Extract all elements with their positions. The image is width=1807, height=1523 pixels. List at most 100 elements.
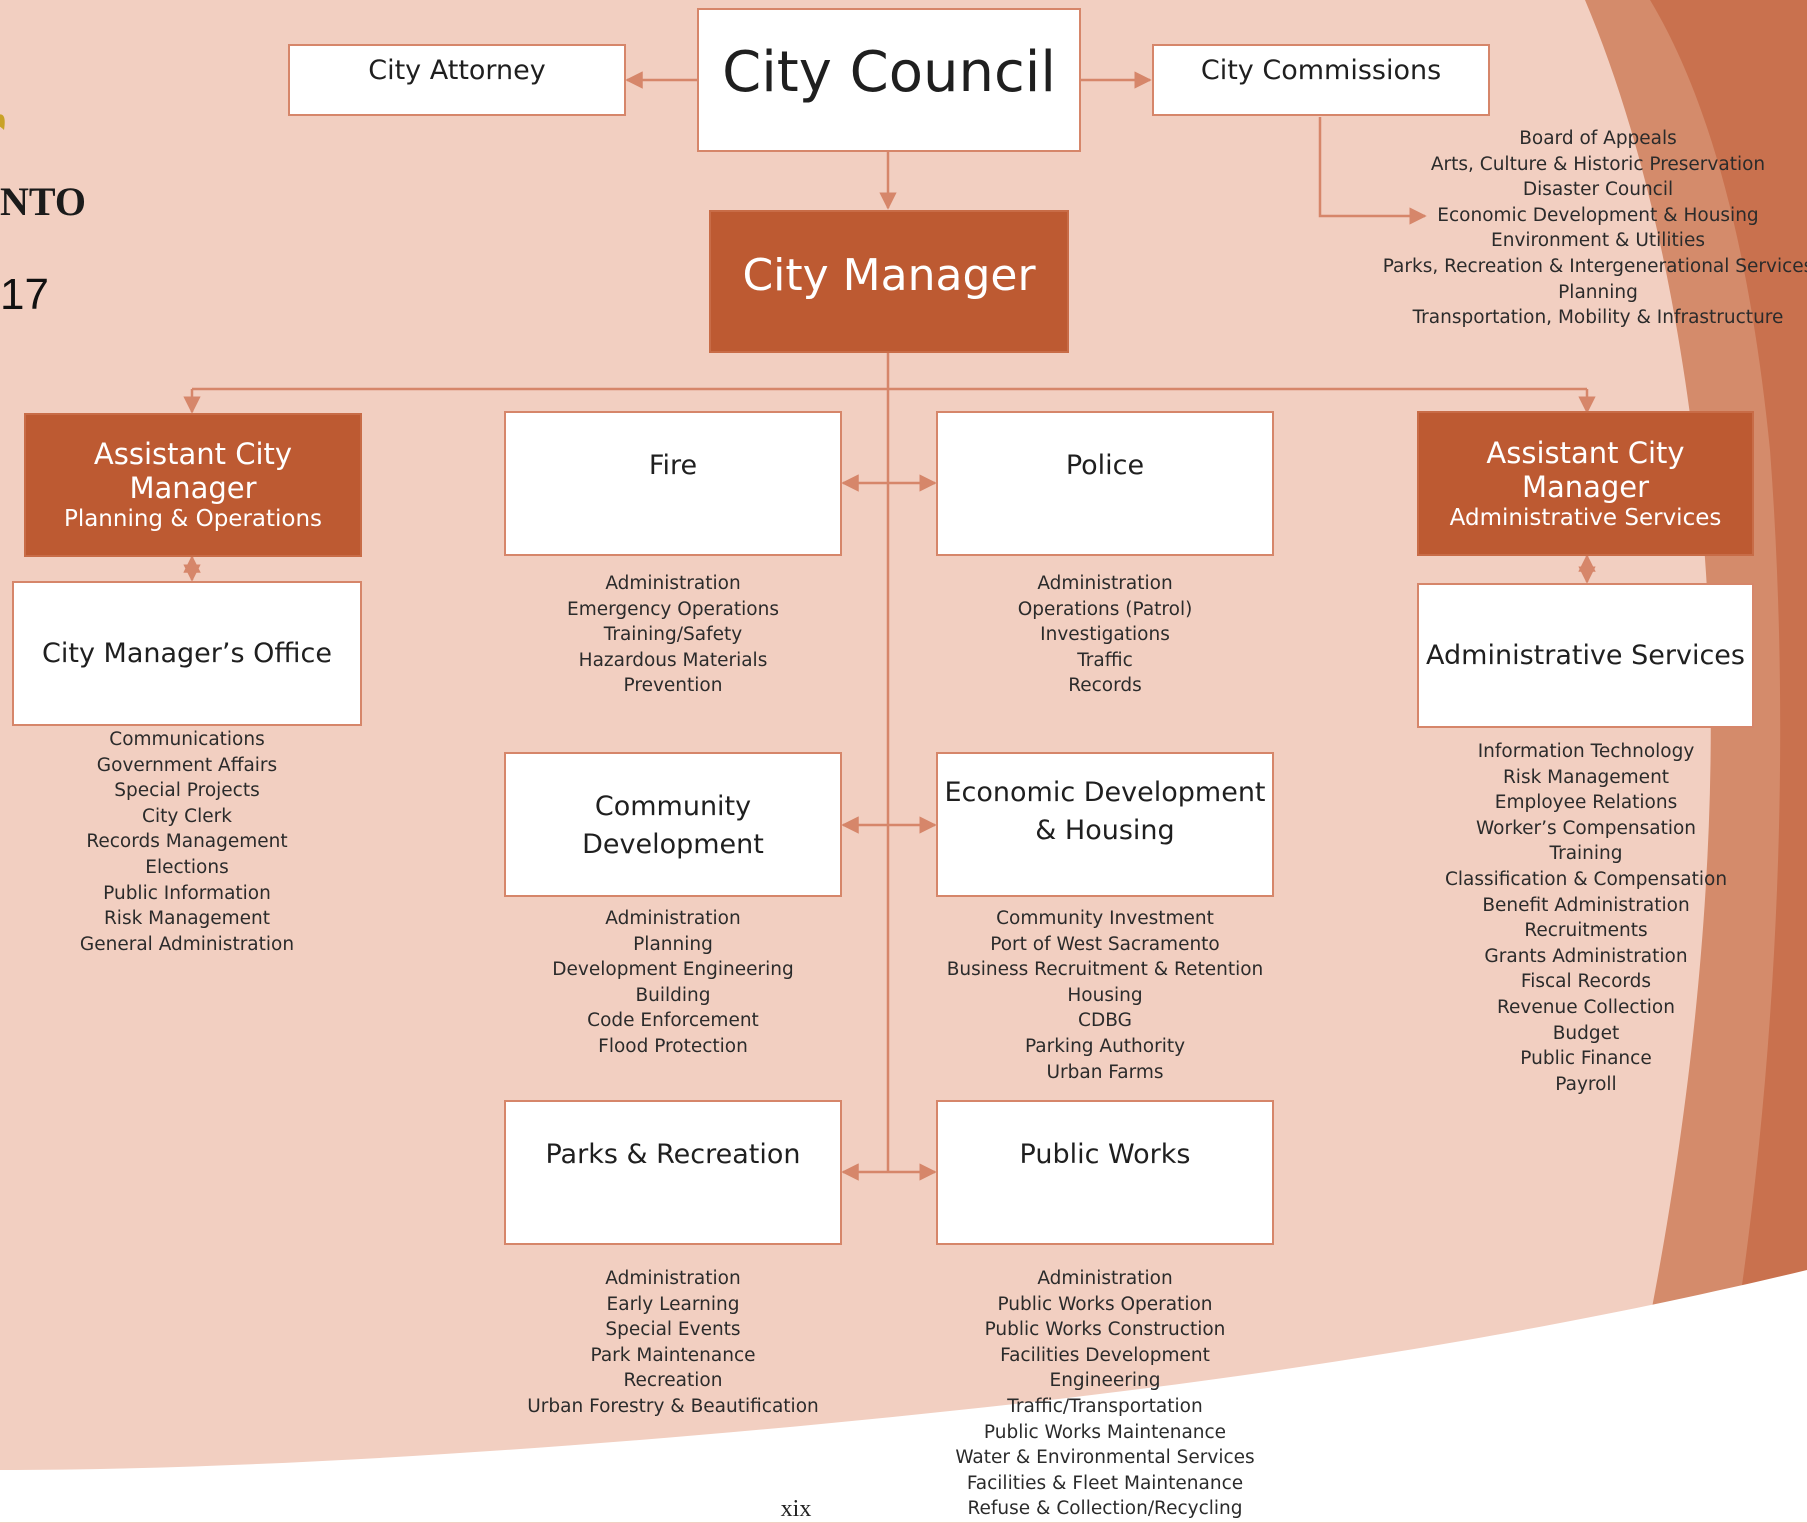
acm-planning-box: Assistant City Manager Planning & Operat… [24, 413, 362, 557]
list-item: Communications [109, 729, 265, 750]
list-item: Traffic/Transportation [1007, 1395, 1203, 1417]
list-item: Environment & Utilities [1491, 230, 1705, 252]
commissions-to-list [1318, 117, 1427, 225]
public-works-box: Public Works [936, 1100, 1274, 1245]
list-item: Revenue Collection [1497, 996, 1675, 1018]
list-item: Classification & Compensation [1444, 868, 1728, 890]
list-item: Hazardous Materials [578, 649, 768, 671]
list-item: Prevention [623, 675, 723, 697]
list-item: City Clerk [142, 805, 232, 827]
page-number: xix [780, 1496, 812, 1522]
list-item: Flood Protection [598, 1035, 748, 1057]
year-fragment: 17 [0, 270, 49, 319]
city-manager-box: City Manager [709, 210, 1069, 353]
city-council-box: City Council [697, 8, 1081, 152]
administrative-services-box: Administrative Services [1417, 583, 1754, 728]
list-item: Port of West Sacramento [990, 933, 1220, 955]
acm-admin-box: Assistant City Manager Administrative Se… [1417, 411, 1754, 556]
administrative-services-label: Administrative Services [1426, 639, 1745, 671]
list-item: Risk Management [103, 908, 271, 930]
list-item: Public Works Construction [984, 1319, 1226, 1341]
city-attorney-box: City Attorney [288, 44, 626, 116]
city-manager-label: City Manager [742, 249, 1036, 301]
list-item: Administration [605, 1268, 741, 1289]
list-item: Public Information [103, 882, 271, 904]
list-item: Administration [605, 908, 741, 929]
city-attorney-label: City Attorney [368, 55, 546, 86]
list-item: Public Works Maintenance [983, 1421, 1227, 1443]
list-item: Parks, Recreation & Intergenerational Se… [1382, 255, 1807, 277]
list-item: Planning [633, 933, 713, 955]
list-item: Public Works Operation [997, 1293, 1213, 1315]
acm-admin-title: Assistant City Manager [1486, 435, 1685, 504]
list-item: Engineering [1049, 1370, 1161, 1392]
list-item: Administration [1037, 573, 1173, 594]
list-item: Benefit Administration [1482, 894, 1690, 916]
list-item: Government Affairs [96, 754, 278, 776]
list-item: Code Enforcement [587, 1010, 759, 1032]
list-item: Traffic [1077, 649, 1133, 671]
list-item: Special Projects [114, 780, 260, 802]
list-item: Records Management [86, 831, 288, 853]
list-item: Transportation, Mobility & Infrastructur… [1412, 307, 1784, 329]
acm-planning-title: Assistant City Manager [93, 437, 293, 505]
economic-development-label: Economic Development & Housing [944, 777, 1266, 846]
list-item: Special Events [605, 1319, 741, 1341]
list-item: Park Maintenance [590, 1344, 756, 1366]
right-swoosh-outer [1585, 0, 1807, 1522]
list-item: Facilities Development [1000, 1344, 1210, 1366]
list-item: Economic Development & Housing [1437, 204, 1759, 226]
list-item: Payroll [1555, 1073, 1617, 1095]
list-item: Recruitments [1524, 920, 1648, 942]
list-item: Parking Authority [1024, 1035, 1186, 1057]
list-item: Board of Appeals [1519, 128, 1677, 149]
city-logo-fragment [0, 114, 5, 130]
police-box: Police [936, 411, 1274, 556]
list-item: Housing [1067, 984, 1143, 1006]
list-item: CDBG [1078, 1010, 1132, 1032]
list-item: Information Technology [1477, 741, 1695, 762]
list-item: Planning [1558, 281, 1638, 303]
list-item: Building [635, 984, 711, 1006]
list-item: Investigations [1040, 624, 1170, 646]
list-item: Elections [145, 856, 229, 878]
list-item: Budget [1552, 1022, 1620, 1044]
list-item: Risk Management [1502, 766, 1670, 788]
list-item: Disaster Council [1522, 179, 1674, 201]
list-item: Training [1549, 843, 1623, 865]
city-commissions-box: City Commissions [1152, 44, 1490, 116]
bottom-white-swoosh [0, 1270, 1807, 1522]
list-item: Urban Forestry & Beautification [527, 1395, 819, 1417]
list-item: Administration [605, 573, 741, 594]
list-item: Public Finance [1520, 1048, 1652, 1070]
fire-label: Fire [648, 450, 698, 481]
city-managers-office-label: City Manager’s Office [42, 637, 332, 669]
logo-text-fragment: NTO [0, 179, 86, 224]
list-item: Urban Farms [1046, 1061, 1164, 1083]
community-development-box: Community Development [504, 752, 842, 897]
city-managers-office-box: City Manager’s Office [12, 581, 362, 726]
city-commissions-label: City Commissions [1200, 55, 1442, 86]
list-item: Facilities & Fleet Maintenance [966, 1472, 1244, 1494]
list-item: Fiscal Records [1520, 971, 1652, 993]
parks-recreation-box: Parks & Recreation [504, 1100, 842, 1245]
list-item: Early Learning [606, 1293, 740, 1315]
right-swoosh-inner [1650, 0, 1807, 1522]
list-item: Worker’s Compensation [1475, 817, 1697, 839]
list-item: Operations (Patrol) [1017, 598, 1193, 620]
public-works-label: Public Works [1019, 1139, 1191, 1170]
list-item: Development Engineering [552, 959, 794, 981]
list-item: Refuse & Collection/Recycling [967, 1498, 1243, 1520]
list-item: Employee Relations [1494, 792, 1678, 814]
list-item: Recreation [623, 1370, 723, 1392]
